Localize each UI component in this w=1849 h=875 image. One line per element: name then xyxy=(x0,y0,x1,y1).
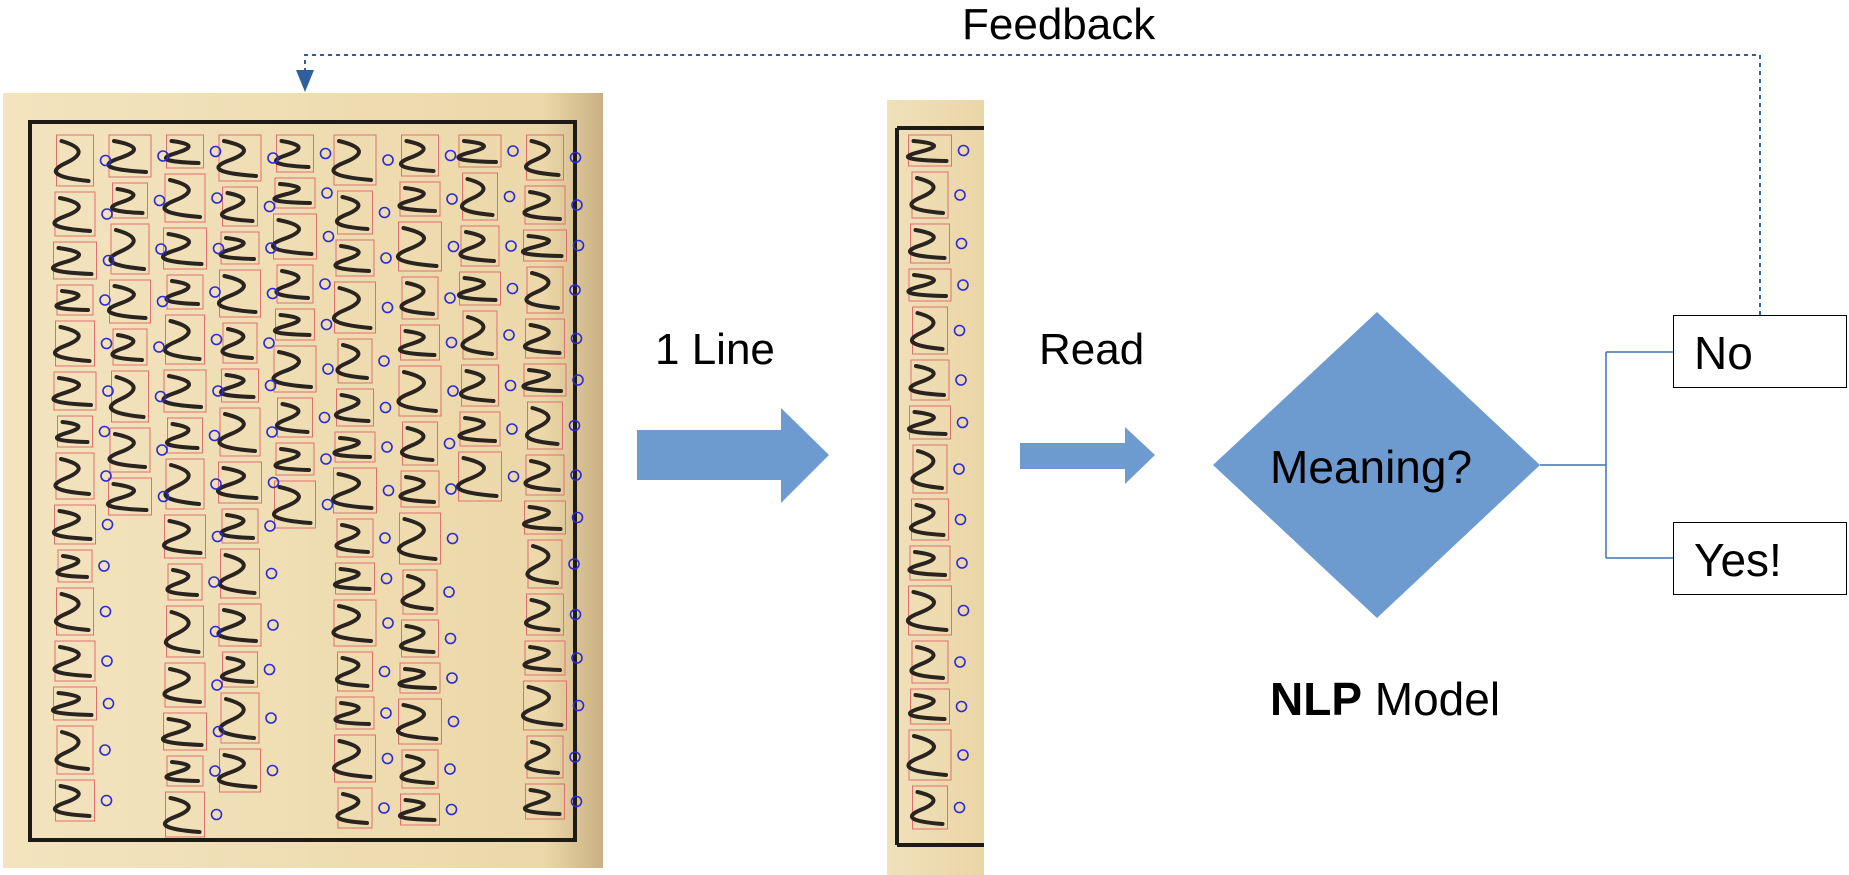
feedback-label: Feedback xyxy=(962,0,1156,49)
decision-diamond xyxy=(1213,312,1540,618)
model-label: NLP Model xyxy=(1270,672,1500,726)
step-one-line-label: 1 Line xyxy=(655,325,775,374)
outcome-yes-box: Yes! xyxy=(1673,522,1847,595)
step-read-label: Read xyxy=(1039,325,1145,374)
line-crop-image xyxy=(887,100,984,875)
decision-label: Meaning? xyxy=(1270,441,1473,493)
outcome-no-box: No xyxy=(1673,315,1847,388)
outcome-no-label: No xyxy=(1694,327,1753,379)
outcome-yes-label: Yes! xyxy=(1694,534,1782,586)
feedback-connector xyxy=(304,54,1761,315)
model-label-bold: NLP xyxy=(1270,673,1362,725)
feedback-arrowhead xyxy=(296,70,314,92)
arrow-to-line xyxy=(637,408,829,503)
model-label-rest: Model xyxy=(1362,673,1501,725)
page-scan-image xyxy=(3,93,603,868)
branch-connector xyxy=(1540,351,1673,559)
arrow-to-read xyxy=(1020,427,1155,484)
